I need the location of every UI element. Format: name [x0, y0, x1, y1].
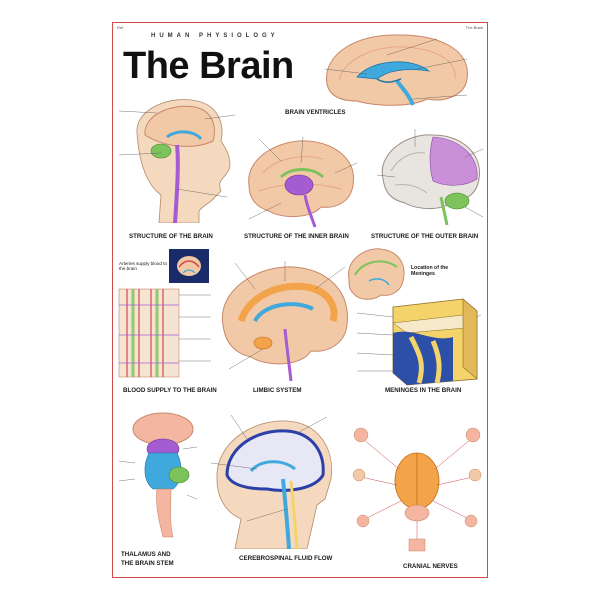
caption-thalamus-2: THE BRAIN STEM — [121, 560, 174, 567]
inner-brain-illustration — [241, 133, 359, 229]
caption-cranial-nerves: CRANIAL NERVES — [403, 563, 458, 570]
cranial-nerves-illustration — [349, 409, 485, 553]
poster-subtitle: HUMAN PHYSIOLOGY — [151, 33, 279, 39]
thalamus-brainstem-illustration — [119, 409, 199, 539]
caption-meninges: MENINGES IN THE BRAIN — [385, 387, 462, 394]
structure-of-brain-illustration — [117, 93, 237, 223]
corner-ref: Ref — [117, 25, 124, 30]
meninges-in-brain-illustration — [353, 293, 483, 387]
limbic-system-illustration — [215, 259, 355, 383]
caption-thalamus-1: THALAMUS AND — [121, 551, 171, 558]
poster-title: The Brain — [123, 45, 294, 87]
caption-limbic-system: LIMBIC SYSTEM — [253, 387, 302, 394]
caption-brain-ventricles: BRAIN VENTRICLES — [285, 109, 346, 116]
blood-supply-illustration — [117, 285, 213, 383]
meninges-location-label: Location of the Meninges — [411, 265, 449, 277]
outer-brain-illustration — [375, 127, 485, 227]
caption-blood-supply: BLOOD SUPPLY TO THE BRAIN — [123, 387, 217, 394]
caption-inner-brain: STRUCTURE OF THE INNER BRAIN — [244, 233, 349, 240]
csf-flow-illustration — [207, 409, 337, 549]
poster: Ref The Brain HUMAN PHYSIOLOGY The Brain… — [112, 22, 488, 578]
caption-csf-flow: CEREBROSPINAL FLUID FLOW — [239, 555, 333, 562]
caption-outer-brain: STRUCTURE OF THE OUTER BRAIN — [371, 233, 479, 240]
arteries-inset-illustration — [169, 249, 209, 283]
arteries-inset-label: Arteries supply blood to the brain — [119, 261, 168, 271]
brain-ventricles-illustration — [317, 29, 477, 111]
meninges-location-illustration — [343, 245, 407, 303]
caption-structure-of-brain: STRUCTURE OF THE BRAIN — [129, 233, 213, 240]
corner-title: The Brain — [465, 25, 483, 30]
